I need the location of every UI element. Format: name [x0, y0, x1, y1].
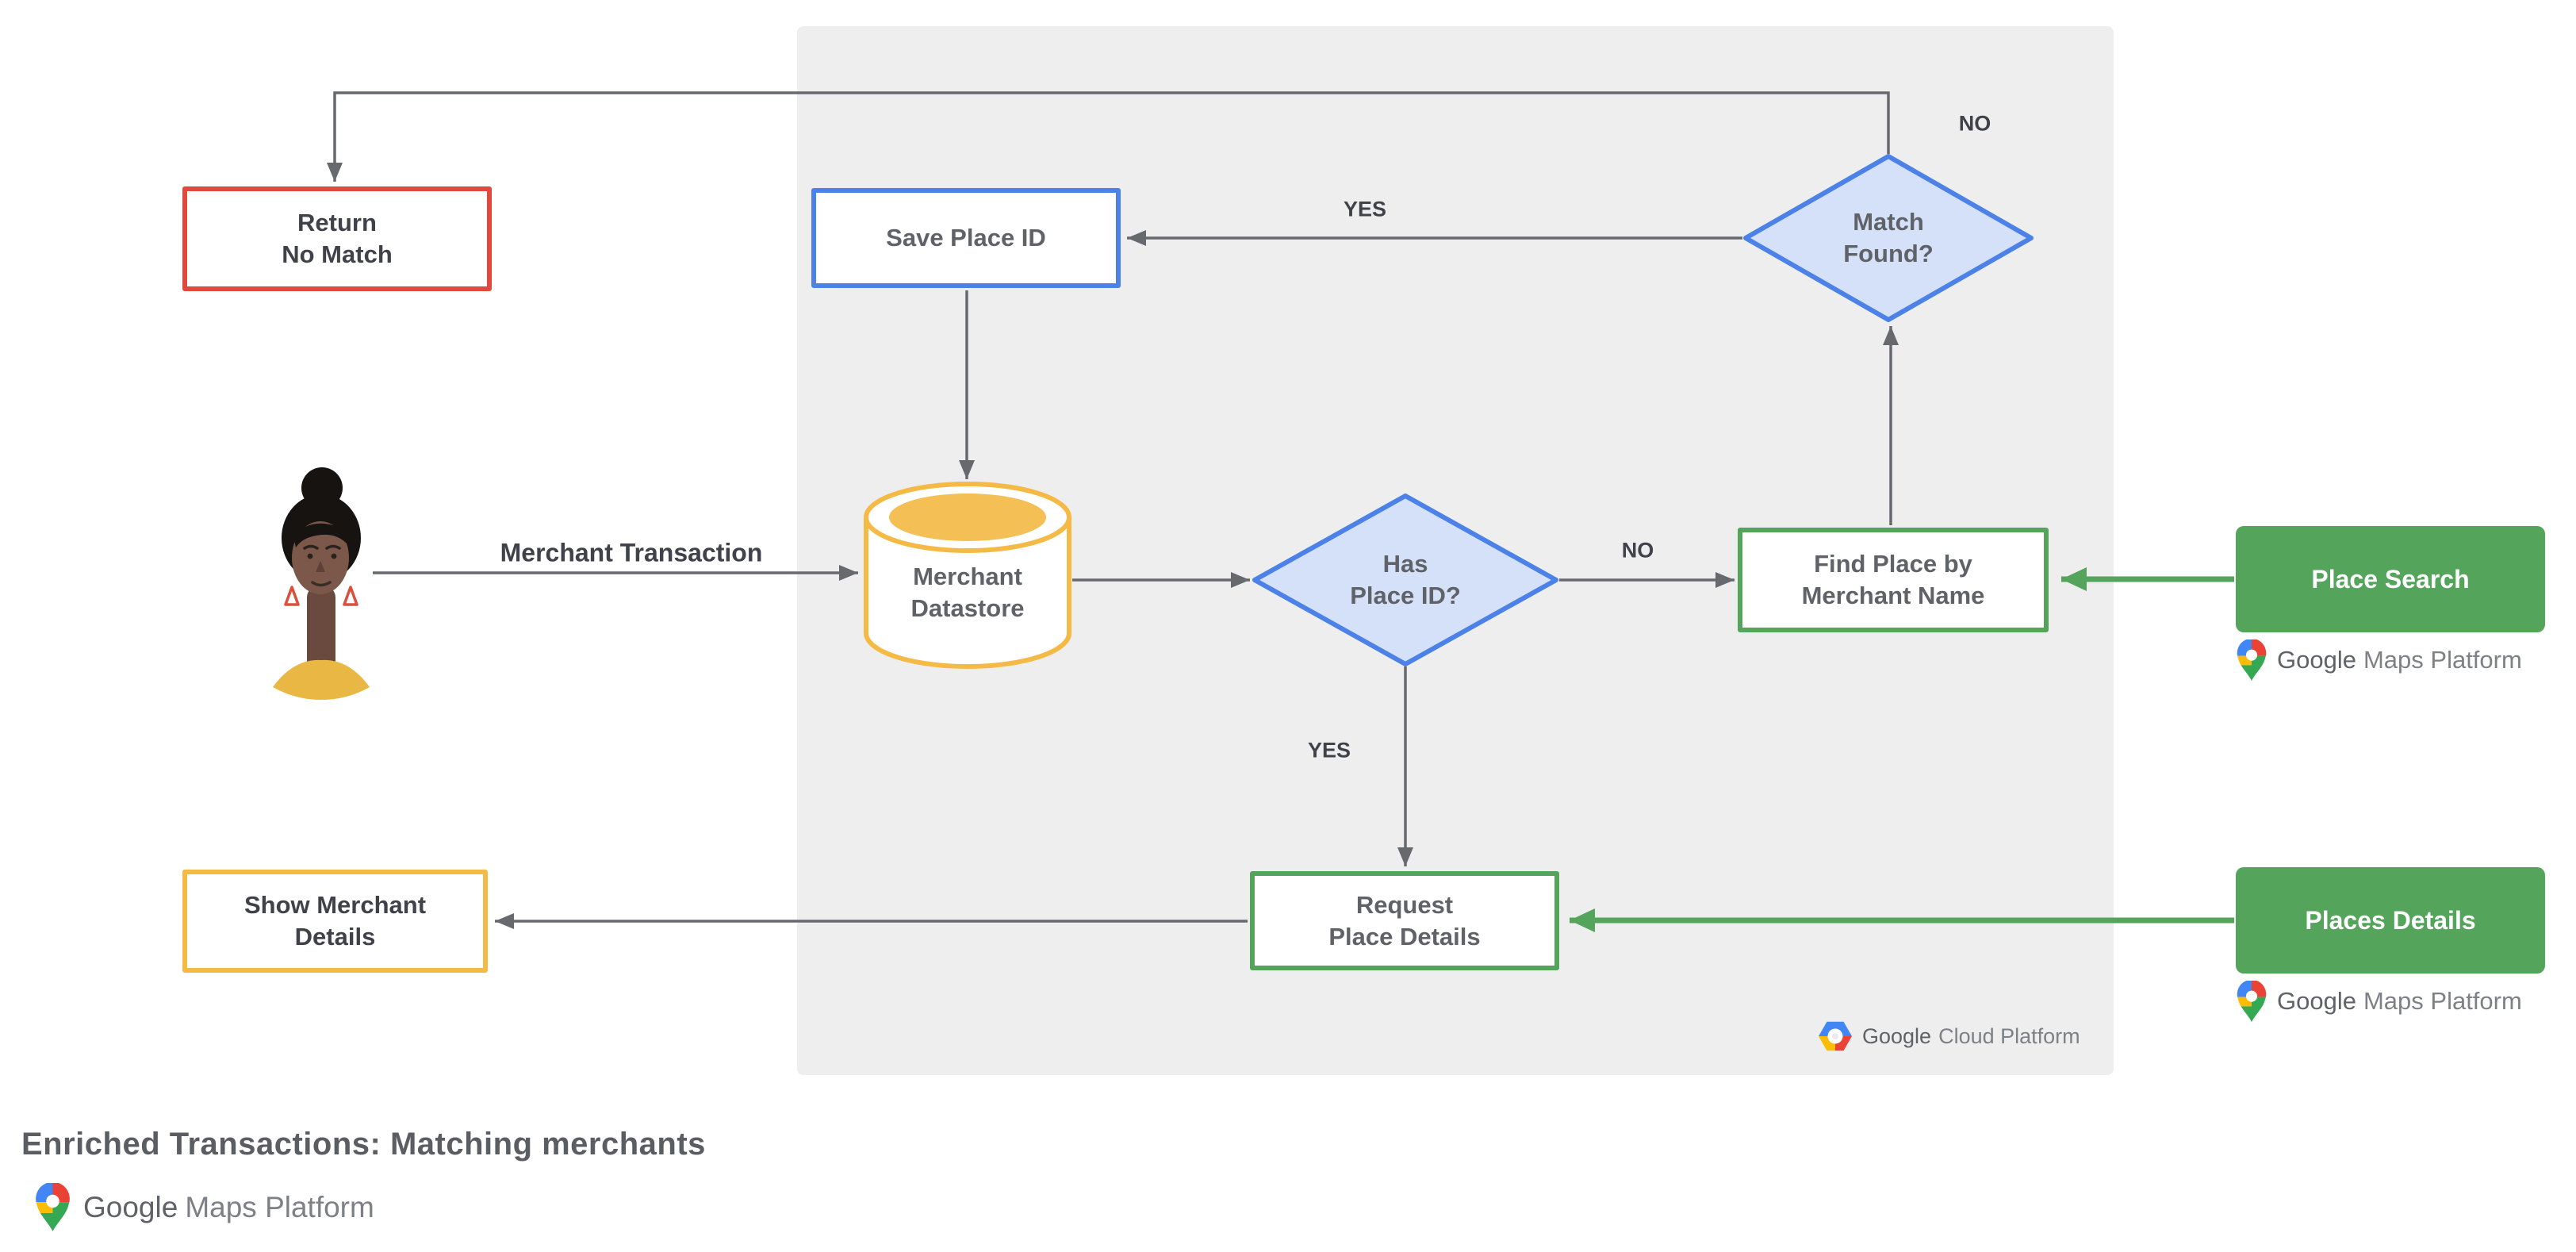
node-save-place-id: Save Place ID: [811, 188, 1121, 288]
maps-platform-lockup-places-details: Google Maps Platform: [2236, 978, 2522, 1024]
merchant-datastore-cylinder: [864, 482, 1071, 669]
lockup-product-text: Cloud Platform: [1938, 1023, 2080, 1048]
lockup-google-text: Google: [2277, 987, 2356, 1015]
google-maps-pin-icon: [2236, 981, 2267, 1023]
maps-platform-lockup-footer: Google Maps Platform: [34, 1182, 374, 1233]
lockup-product-text: Maps Platform: [185, 1191, 374, 1223]
edge-label-has-place-id-no: NO: [1621, 538, 1654, 563]
google-maps-pin-icon: [2236, 639, 2267, 682]
node-place-search-api: Place Search: [2236, 526, 2545, 632]
lockup-google-text: Google: [83, 1191, 178, 1223]
node-find-place-by-merchant-name: Find Place by Merchant Name: [1738, 528, 2049, 632]
edge-label-has-place-id-yes: YES: [1307, 738, 1351, 762]
google-maps-pin-icon: [34, 1183, 71, 1232]
cloud-platform-lockup: Google Cloud Platform: [1818, 1018, 2080, 1054]
consumer-avatar: [273, 467, 370, 700]
node-request-place-details: Request Place Details: [1250, 871, 1559, 970]
merchant-transaction-label: Merchant Transaction: [500, 538, 763, 567]
lockup-google-text: Google: [1862, 1023, 1932, 1048]
has-place-id-diamond: [1252, 494, 1558, 666]
match-found-diamond: [1743, 154, 2034, 322]
node-show-merchant-details: Show Merchant Details: [182, 870, 488, 973]
lockup-google-text: Google: [2277, 646, 2356, 674]
maps-platform-lockup-place-search: Google Maps Platform: [2236, 637, 2522, 683]
google-cloud-hexagon-icon: [1819, 1021, 1852, 1051]
edge-label-match-found-no: NO: [1958, 111, 1991, 136]
node-places-details-api: Places Details: [2236, 867, 2545, 974]
edge-label-match-found-yes: YES: [1343, 197, 1387, 221]
node-return-no-match: Return No Match: [182, 186, 492, 291]
lockup-product-text: Maps Platform: [2363, 987, 2522, 1015]
lockup-product-text: Maps Platform: [2363, 646, 2522, 674]
decision-diamonds: [1252, 154, 2034, 666]
merchant-datastore-label: Merchant Datastore: [910, 563, 1025, 622]
diagram-title: Enriched Transactions: Matching merchant…: [21, 1127, 706, 1162]
match-found-label: Match Found?: [1843, 208, 1934, 267]
has-place-id-label: Has Place ID?: [1350, 550, 1461, 609]
